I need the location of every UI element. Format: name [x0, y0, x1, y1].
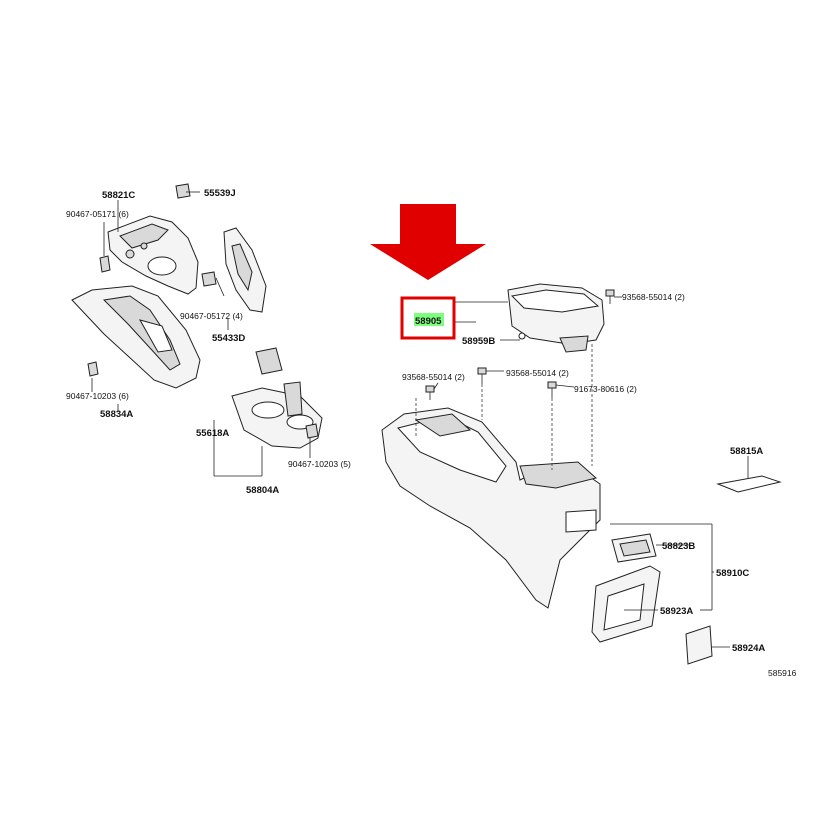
label-55433d[interactable]: 55433D — [212, 333, 245, 344]
bolt-91673-80616 — [547, 381, 557, 398]
label-58905[interactable]: 58905 — [415, 316, 442, 327]
label-93568-55014-b[interactable]: 93568-55014 (2) — [402, 372, 465, 382]
diagram-id: 585916 — [768, 668, 797, 678]
label-58924a[interactable]: 58924A — [732, 643, 765, 654]
mat-58815a — [716, 475, 782, 493]
screw-93568-55014-a — [605, 289, 615, 304]
label-90467-10203-6[interactable]: 90467-10203 (6) — [66, 391, 129, 401]
label-58910c[interactable]: 58910C — [716, 568, 749, 579]
rear-panel-58923a — [591, 565, 661, 643]
label-90467-05172[interactable]: 90467-05172 (4) — [180, 311, 243, 321]
screw-93568-55014-b — [477, 367, 487, 384]
console-front-58834a — [71, 285, 201, 389]
armrest-lid-58905 — [507, 283, 605, 353]
label-90467-10203-5[interactable]: 90467-10203 (5) — [288, 459, 351, 469]
label-93568-55014-c[interactable]: 93568-55014 (2) — [506, 368, 569, 378]
screw-93568-55014-c — [425, 385, 435, 400]
label-58823b[interactable]: 58823B — [662, 541, 695, 552]
tray-58823b — [611, 533, 657, 563]
highlight-fill — [414, 313, 444, 326]
label-90467-05171[interactable]: 90467-05171 (6) — [66, 209, 129, 219]
clip-90467-10203-5 — [305, 423, 319, 439]
down-arrow-icon — [370, 204, 486, 280]
side-panel-55433d — [223, 227, 267, 313]
label-55618a[interactable]: 55618A — [196, 428, 229, 439]
label-58804a[interactable]: 58804A — [246, 485, 279, 496]
shift-panel-58821c — [107, 215, 199, 295]
bolt-90467-05172 — [201, 271, 217, 287]
label-93568-55014-a[interactable]: 93568-55014 (2) — [622, 292, 685, 302]
cover-58924a — [685, 625, 713, 665]
center-console-body — [381, 407, 601, 609]
label-91673-80616[interactable]: 91673-80616 (2) — [574, 384, 637, 394]
label-58815a[interactable]: 58815A — [730, 446, 763, 457]
label-58834a[interactable]: 58834A — [100, 409, 133, 420]
pin-58959b — [518, 332, 526, 340]
label-58923a[interactable]: 58923A — [660, 606, 693, 617]
label-58959b[interactable]: 58959B — [462, 336, 495, 347]
label-55539j[interactable]: 55539J — [204, 188, 236, 199]
clip-90467-10203-6 — [87, 361, 99, 377]
highlight-box — [400, 296, 456, 340]
clip-55539j — [175, 183, 191, 199]
label-58821c[interactable]: 58821C — [102, 190, 135, 201]
bolt-90467-05171 — [99, 255, 111, 273]
